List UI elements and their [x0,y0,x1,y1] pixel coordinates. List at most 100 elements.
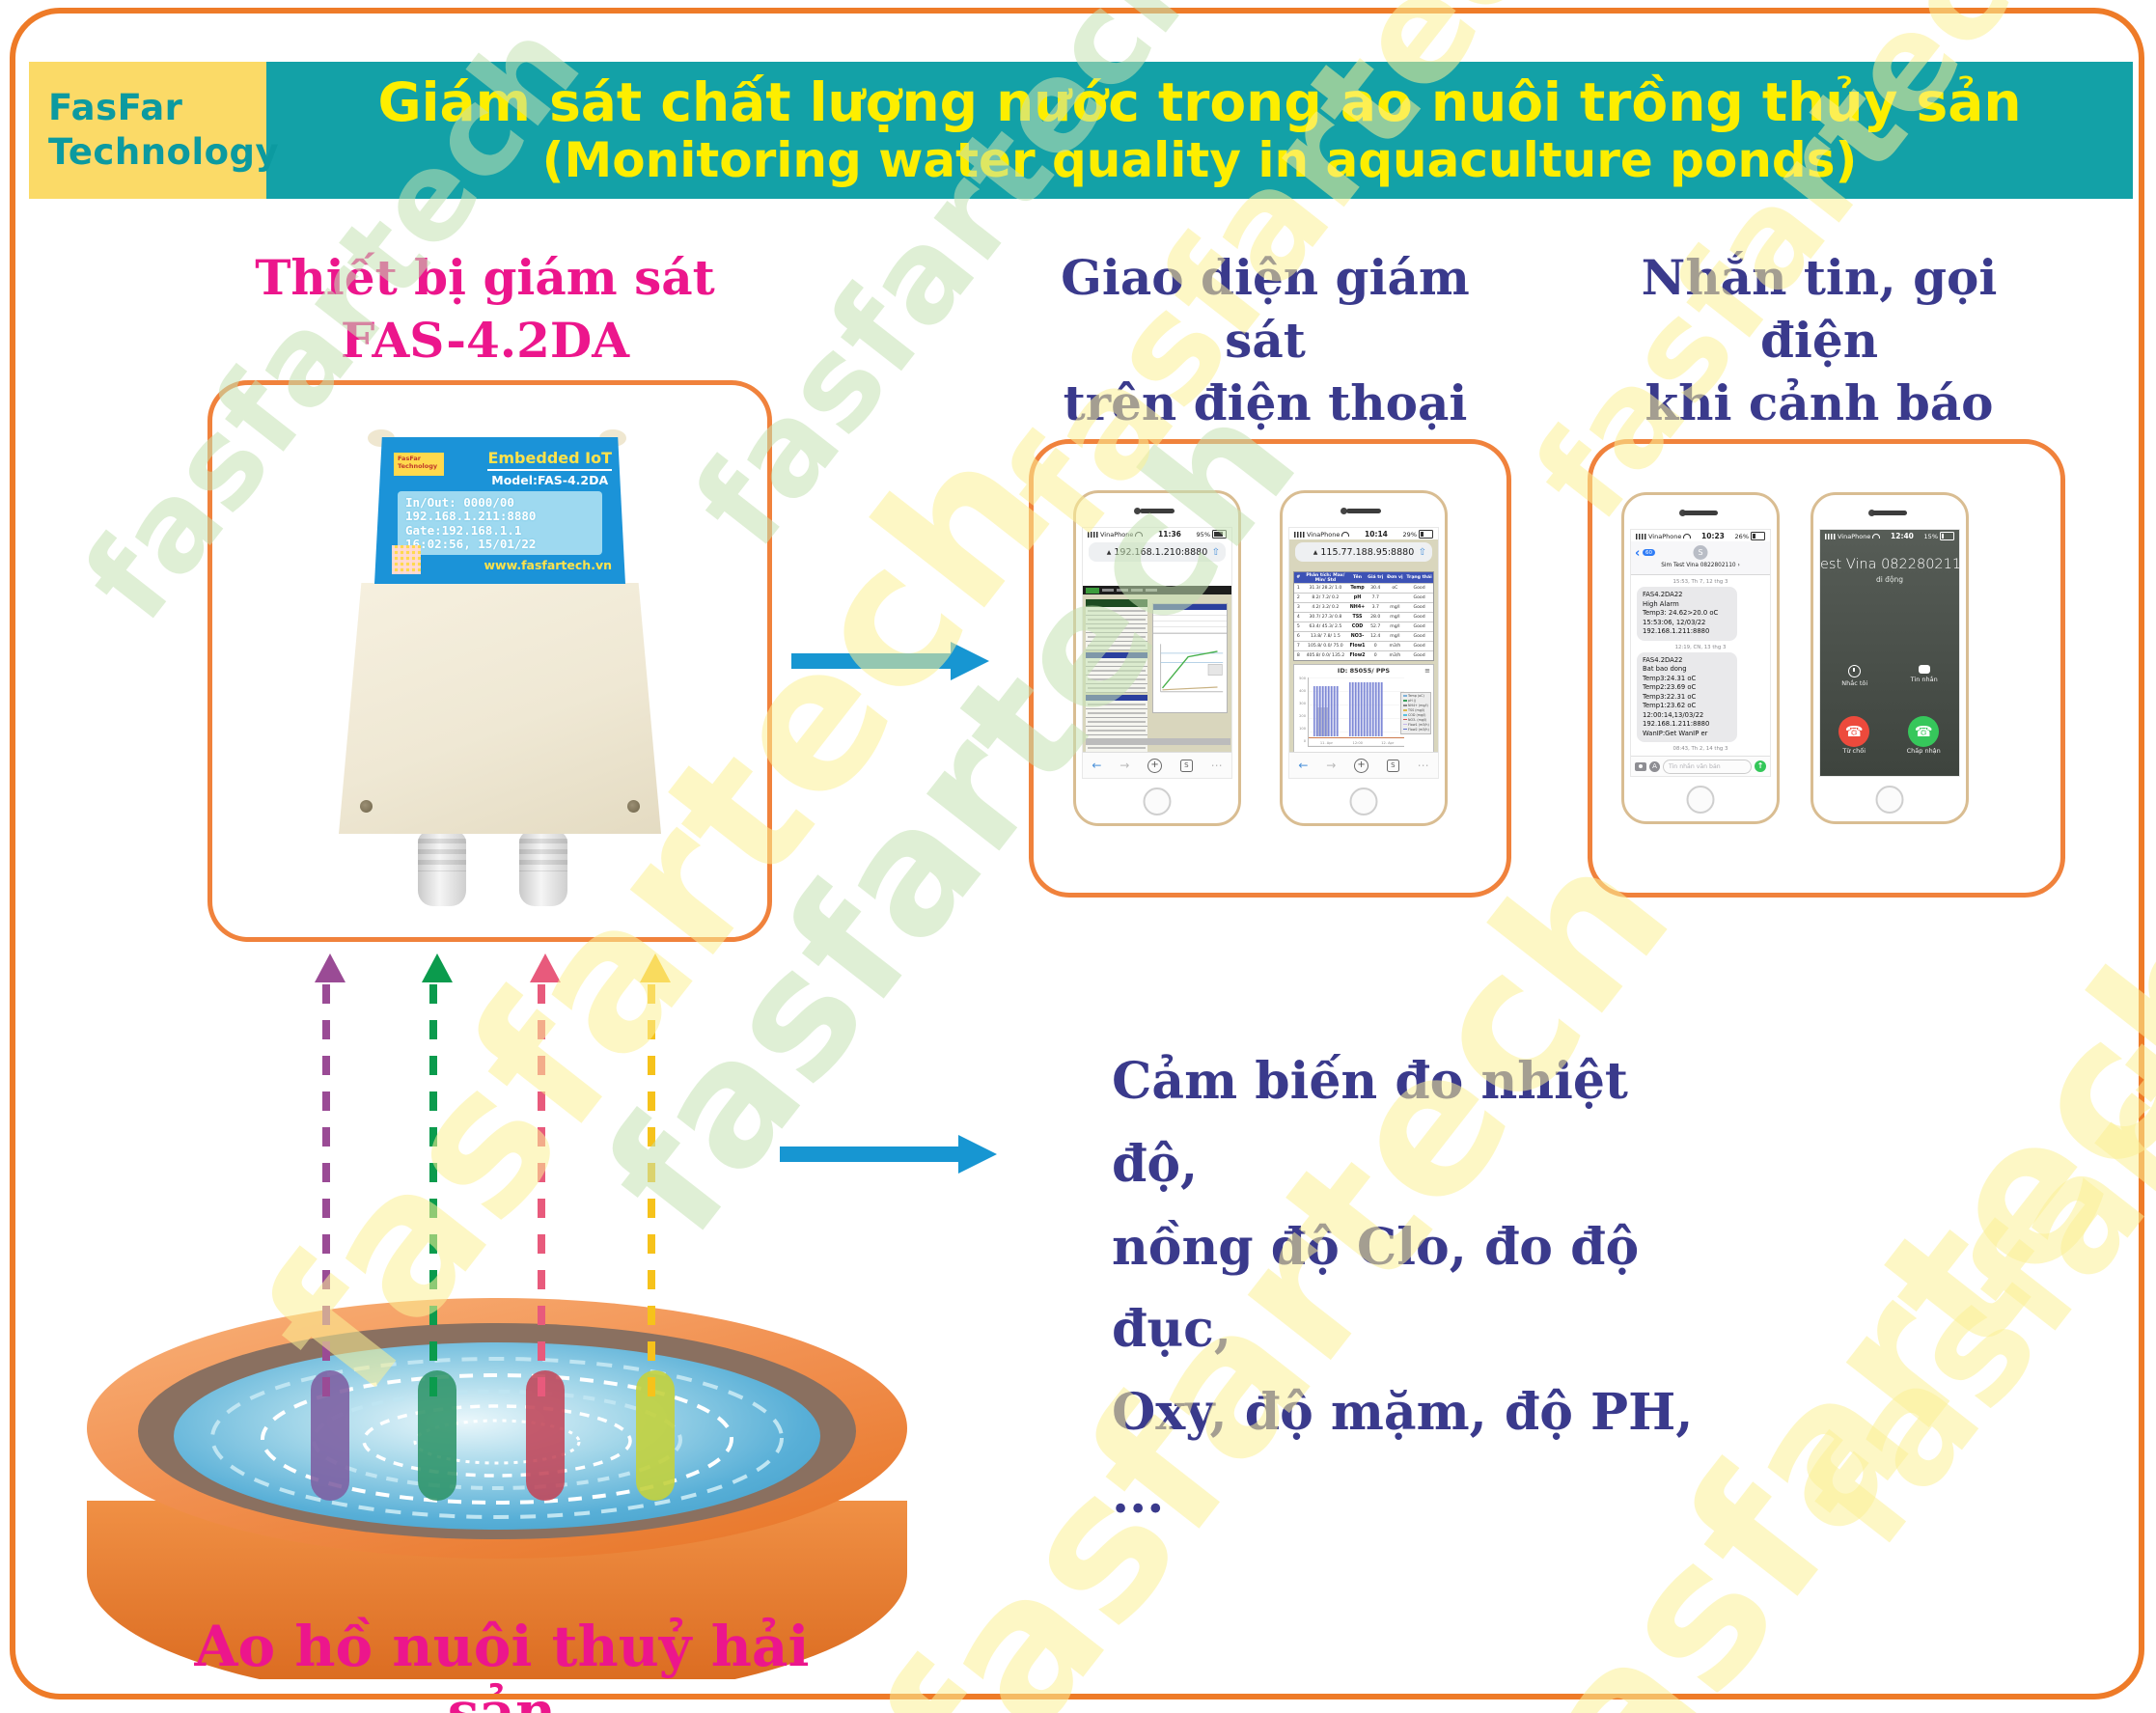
back-button[interactable]: ← [1092,759,1102,772]
accept-call-icon[interactable]: ☎ [1908,716,1940,747]
home-button[interactable] [1143,787,1172,815]
call-type-label: di động [1875,575,1904,584]
device-website-label: www.fasfartech.vn [484,558,612,572]
unread-badge: 60 [1643,549,1655,556]
address-bar[interactable]: ▲ 115.77.188.95:8880 ⇧ [1295,542,1432,562]
fas-42da-device: FasFar Technology Embedded IoT Model:FAS… [321,422,661,924]
nav-home-tab[interactable] [1086,587,1099,594]
water-ripple [210,1357,784,1519]
pond-to-sensors-note-arrow [780,1135,997,1174]
device-to-phones-arrow [791,642,989,680]
earpiece [1346,509,1381,513]
forward-button[interactable]: → [1326,759,1337,772]
new-tab-button[interactable]: + [1354,758,1369,773]
home-button[interactable] [1686,786,1715,814]
phone-a-screen: VinaPhone 11:36 95% ▲ 192.168.1.210:8880… [1082,527,1232,779]
phone-sms-alerts: VinaPhone 10:23 26% ‹ 60 S Sim Test Vina… [1621,492,1780,824]
appstore-icon[interactable]: A [1649,760,1660,772]
message-bubble-icon [1918,665,1930,674]
page-title-vietnamese: Giám sát chất lượng nước trong ao nuôi t… [377,70,2022,133]
sensor-arrow-purple [315,953,346,1399]
remind-icon [1848,665,1862,677]
caller-name: est Vina 0822802110 [1820,557,1960,572]
sensor-red [526,1370,565,1501]
page-title: Giám sát chất lượng nước trong ao nuôi t… [266,62,2133,199]
tabs-button[interactable]: S [1179,759,1193,772]
chart-plot-area: 11. Apr 12:00 12. Apr [1308,677,1404,747]
device-screw-hole [627,800,640,813]
status-bar: VinaPhone 12:40 15% [1820,530,1959,541]
tabs-button[interactable]: S [1386,759,1399,772]
phone-web-dashboard: VinaPhone 11:36 95% ▲ 192.168.1.210:8880… [1073,490,1241,826]
phone-c-screen: VinaPhone 10:23 26% ‹ 60 S Sim Test Vina… [1630,529,1771,777]
message-input[interactable]: Tin nhắn văn bản [1663,759,1752,774]
brand-logo-line1: FasFar [48,86,183,128]
send-icon[interactable]: ↑ [1755,760,1766,772]
back-chevron-icon[interactable]: ‹ [1635,546,1641,561]
status-bar: VinaPhone 10:23 26% [1631,530,1770,541]
message-action[interactable]: Tin nhắn [1911,665,1938,687]
accept-call[interactable]: ☎ Chấp nhận [1907,716,1941,755]
contact-avatar[interactable]: S [1693,545,1708,560]
pond-illustration [87,1298,907,1679]
header-band [266,62,2133,199]
water-ripple [413,1419,581,1465]
home-button[interactable] [1349,787,1378,815]
sensor-arrow-green [422,953,453,1399]
signal-icon [1088,531,1098,538]
water-ripple [261,1373,733,1505]
device-model-label: Embedded IoT Model:FAS-4.2DA [487,449,612,487]
address-bar[interactable]: ▲ 192.168.1.210:8880 ⇧ [1089,542,1226,562]
front-camera [1867,510,1875,516]
phone-incoming-call: VinaPhone 12:40 15% est Vina 0822802110 … [1810,492,1969,824]
decline-call-icon[interactable]: ☎ [1838,716,1870,747]
secure-icon: ▲ [1313,548,1318,556]
sensors-description: Cảm biến đo nhiệt độ, nồng độ Clo, đo độ… [1112,1052,1694,1525]
remind-me-action[interactable]: Nhắc tôi [1841,665,1867,687]
wifi-icon [1872,534,1881,539]
earpiece [1140,509,1175,513]
battery-icon [1940,532,1954,540]
back-button[interactable]: ← [1298,759,1309,772]
sensor-purple [311,1370,349,1501]
sensor-arrow-pink [530,953,561,1399]
forward-button[interactable]: → [1119,759,1130,772]
camera-icon[interactable] [1635,761,1646,771]
front-camera [1134,508,1142,514]
device-image-frame: FasFar Technology Embedded IoT Model:FAS… [207,380,772,942]
phone-ui-section-title: Giao diện giám sát trên điện thoại [1061,249,1470,431]
values-mini-table [1153,604,1227,634]
new-tab-button[interactable]: + [1147,758,1163,773]
decline-call[interactable]: ☎ Từ chối [1838,716,1870,755]
chart-menu-icon[interactable]: ≡ [1424,667,1430,675]
more-button[interactable]: ⋯ [1210,759,1223,772]
brand-logo: FasFar Technology [29,62,279,199]
message-date: 08:43, Th 2, 14 thg 3 [1672,746,1728,753]
front-camera [1341,508,1348,514]
web-dashboard-page [1083,586,1231,753]
more-button[interactable]: ⋯ [1417,759,1429,772]
home-button[interactable] [1875,786,1904,814]
trend-chart-panel [1152,603,1228,713]
device-lcd-display: In/Out: 0000/00 192.168.1.211:8880 Gate:… [398,491,602,555]
phone-d-screen: VinaPhone 12:40 15% est Vina 0822802110 … [1819,529,1960,777]
device-screw-hole [360,800,373,813]
contact-name[interactable]: Sim Test Vina 0822802110 › [1661,563,1740,568]
battery-icon [1212,530,1227,539]
qr-code [392,545,421,574]
battery-icon [1419,530,1433,539]
web-footer-bar [1086,738,1230,745]
chart-title: ID: 85055/ PPS [1337,667,1391,675]
share-icon[interactable]: ⇧ [1418,546,1426,558]
earpiece [1683,511,1718,515]
chart-legend: Temp (oC) pH () NH4+ (mg/l) TSS (mg/l) C… [1400,692,1431,734]
safari-toolbar: ← → + S ⋯ [1289,752,1438,778]
share-icon[interactable]: ⇧ [1211,546,1220,558]
